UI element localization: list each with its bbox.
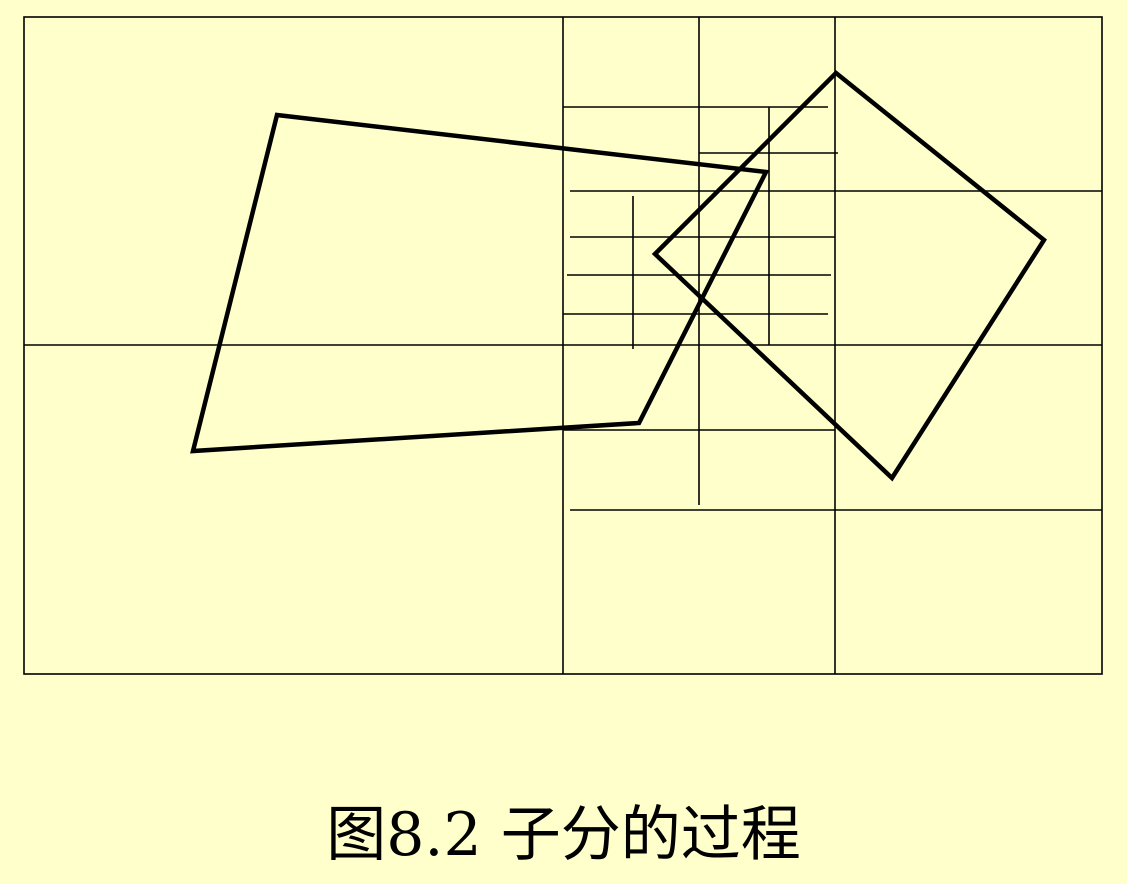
polygon-quadrilateral-right	[651, 69, 1047, 482]
figure-caption: 图8.2 子分的过程	[326, 800, 801, 870]
subdivision-grid	[23, 16, 1103, 675]
polygon-quadrilateral-left	[190, 112, 770, 454]
polygons	[190, 69, 1047, 482]
subdivision-diagram	[23, 16, 1103, 675]
